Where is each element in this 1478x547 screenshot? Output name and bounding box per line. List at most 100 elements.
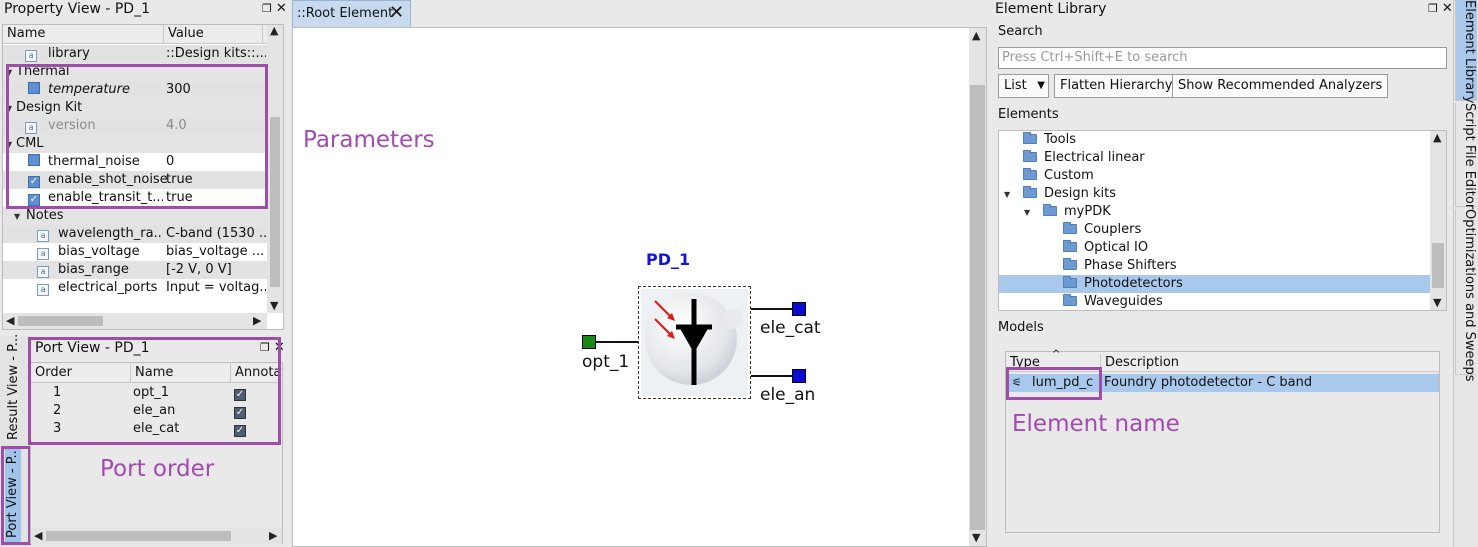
model-row[interactable]: ⚟ lum_pd_c Foundry photodetector - C ban… bbox=[1006, 374, 1439, 392]
attribute-icon: a bbox=[37, 284, 49, 296]
property-row-bias-range[interactable]: a bias_range [-2 V, 0 V] bbox=[3, 261, 267, 279]
tree-item-electrical-linear[interactable]: Electrical linear bbox=[999, 149, 1430, 167]
folder-icon bbox=[1063, 294, 1077, 306]
property-group-thermal[interactable]: ▼ Thermal bbox=[3, 63, 267, 81]
property-value[interactable]: true bbox=[166, 172, 193, 187]
scroll-right-icon[interactable]: ▶ bbox=[269, 529, 278, 542]
column-name[interactable]: Name bbox=[130, 364, 173, 382]
property-row-bias-voltage[interactable]: a bias_voltage bias_voltage ... bbox=[3, 243, 267, 261]
property-row-enable-transit[interactable]: ✓ enable_transit_t... true bbox=[3, 189, 267, 207]
scroll-right-icon[interactable]: ▶ bbox=[253, 314, 262, 327]
show-recommended-analyzers-button[interactable]: Show Recommended Analyzers bbox=[1172, 74, 1389, 98]
tree-item-custom[interactable]: Custom bbox=[999, 167, 1430, 185]
tab-result-view[interactable]: Result View - P... bbox=[6, 334, 22, 444]
scroll-thumb[interactable] bbox=[1432, 243, 1444, 288]
scroll-thumb[interactable] bbox=[270, 117, 280, 287]
annotate-checkbox[interactable]: ✓ bbox=[234, 425, 246, 437]
port-opt-1[interactable] bbox=[582, 335, 596, 349]
scroll-up-icon[interactable]: ▲ bbox=[972, 29, 981, 42]
property-row-temperature[interactable]: temperature 300 bbox=[3, 81, 267, 99]
tree-item-waveguides[interactable]: Waveguides bbox=[999, 293, 1430, 311]
column-name[interactable]: Name bbox=[7, 26, 46, 41]
property-row-electrical-ports[interactable]: a electrical_ports Input = voltag... bbox=[3, 279, 267, 297]
tab-root-element[interactable]: ::Root Element ✕ bbox=[292, 0, 411, 27]
expand-arrow-icon[interactable]: ▼ bbox=[6, 140, 13, 149]
tree-item-label: Phase Shifters bbox=[1084, 258, 1177, 273]
folder-icon bbox=[1023, 132, 1037, 144]
tree-item-design-kits[interactable]: ▼ Design kits bbox=[999, 185, 1430, 203]
column-value[interactable]: Value bbox=[163, 25, 204, 43]
folder-icon bbox=[1063, 222, 1077, 234]
port-row-2[interactable]: 2 ele_an ✓ bbox=[31, 402, 281, 420]
expand-arrow-icon[interactable]: ▼ bbox=[1004, 190, 1011, 199]
scroll-left-icon[interactable]: ◀ bbox=[6, 314, 15, 327]
property-row-library[interactable]: a library ::Design kits::... bbox=[3, 45, 267, 63]
close-icon[interactable]: ✕ bbox=[275, 1, 287, 16]
group-label: Notes bbox=[26, 208, 64, 223]
scroll-thumb[interactable] bbox=[46, 531, 231, 541]
scroll-up-icon[interactable]: ▲ bbox=[1433, 131, 1442, 144]
annotate-checkbox[interactable]: ✓ bbox=[234, 407, 246, 419]
scroll-thumb[interactable] bbox=[970, 85, 985, 530]
flatten-hierarchy-button[interactable]: Flatten Hierarchy bbox=[1054, 74, 1179, 98]
property-value[interactable]: true bbox=[166, 190, 193, 205]
tab-optimizations-and-sweeps[interactable]: Optimizations and Sweeps bbox=[1455, 209, 1477, 382]
canvas-vertical-scrollbar[interactable]: ▲ ▼ bbox=[969, 28, 986, 546]
port-ele-an[interactable] bbox=[792, 369, 806, 383]
tree-item-optical-io[interactable]: Optical IO bbox=[999, 239, 1430, 257]
property-vertical-scrollbar[interactable]: ▲ ▼ bbox=[267, 25, 283, 313]
port-row-3[interactable]: 3 ele_cat ✓ bbox=[31, 420, 281, 438]
view-mode-select[interactable]: List ▼ bbox=[998, 74, 1049, 98]
tab-element-library[interactable]: Element Library bbox=[1455, 0, 1477, 103]
tree-item-mypdk[interactable]: ▼ myPDK bbox=[999, 203, 1430, 221]
parameters-highlight bbox=[6, 64, 268, 209]
tree-item-couplers[interactable]: Couplers bbox=[999, 221, 1430, 239]
port-label-cat: ele_cat bbox=[760, 318, 821, 338]
property-value[interactable]: 0 bbox=[166, 154, 175, 169]
scroll-thumb[interactable] bbox=[18, 316, 103, 326]
expand-arrow-icon[interactable]: ▼ bbox=[1024, 208, 1031, 217]
scroll-down-icon[interactable]: ▼ bbox=[1433, 296, 1442, 309]
scroll-left-icon[interactable]: ◀ bbox=[34, 529, 43, 542]
elements-vertical-scrollbar[interactable]: ▲ ▼ bbox=[1430, 131, 1446, 310]
photodetector-element[interactable] bbox=[638, 286, 751, 399]
port-ele-cat[interactable] bbox=[792, 302, 806, 316]
column-annotate[interactable]: Annotat bbox=[230, 364, 282, 382]
port-row-1[interactable]: 1 opt_1 ✓ bbox=[31, 384, 281, 402]
scroll-up-icon[interactable]: ▲ bbox=[270, 24, 279, 37]
expand-arrow-icon[interactable]: ▼ bbox=[14, 212, 21, 221]
close-tab-icon[interactable]: ✕ bbox=[389, 2, 405, 23]
port-horizontal-scrollbar[interactable]: ◀ ▶ bbox=[31, 528, 282, 544]
column-description[interactable]: Description bbox=[1100, 354, 1179, 372]
scroll-down-icon[interactable]: ▼ bbox=[270, 299, 279, 312]
search-input[interactable]: Press Ctrl+Shift+E to search bbox=[998, 47, 1447, 69]
tree-item-tools[interactable]: Tools bbox=[999, 131, 1430, 149]
property-group-cml[interactable]: ▼ CML bbox=[3, 135, 267, 153]
property-horizontal-scrollbar[interactable]: ◀ ▶ bbox=[3, 313, 267, 329]
model-icon: ⚟ bbox=[1012, 376, 1022, 389]
property-row-thermal-noise[interactable]: thermal_noise 0 bbox=[3, 153, 267, 171]
property-row-version[interactable]: a version 4.0 bbox=[3, 117, 267, 135]
close-icon[interactable]: ✕ bbox=[1441, 1, 1453, 16]
float-icon[interactable]: ❐ bbox=[1428, 2, 1438, 15]
expand-arrow-icon[interactable]: ▼ bbox=[6, 104, 13, 113]
tree-item-phase-shifters[interactable]: Phase Shifters bbox=[999, 257, 1430, 275]
property-row-wavelength[interactable]: a wavelength_ra... C-band (1530 ... bbox=[3, 225, 267, 243]
property-value[interactable]: 300 bbox=[166, 82, 191, 97]
property-group-design-kit[interactable]: ▼ Design Kit bbox=[3, 99, 267, 117]
annotate-checkbox[interactable]: ✓ bbox=[234, 389, 246, 401]
port-table-header: Order Name Annotat bbox=[31, 364, 282, 383]
scroll-down-icon[interactable]: ▼ bbox=[972, 531, 981, 544]
float-icon[interactable]: ❐ bbox=[262, 2, 272, 15]
column-type[interactable]: Type bbox=[1010, 355, 1040, 370]
float-icon[interactable]: ❐ bbox=[260, 341, 270, 354]
tree-item-photodetectors[interactable]: Photodetectors bbox=[999, 275, 1430, 293]
port-name: ele_an bbox=[133, 403, 176, 418]
column-order[interactable]: Order bbox=[35, 365, 72, 380]
property-group-notes[interactable]: ▼ Notes bbox=[3, 207, 267, 225]
folder-icon bbox=[1043, 204, 1057, 216]
tab-script-file-editor[interactable]: Script File Editor bbox=[1455, 103, 1477, 209]
port-order: 2 bbox=[53, 403, 62, 418]
expand-arrow-icon[interactable]: ▼ bbox=[6, 68, 13, 77]
property-row-enable-shot-noise[interactable]: ✓ enable_shot_noise true bbox=[3, 171, 267, 189]
